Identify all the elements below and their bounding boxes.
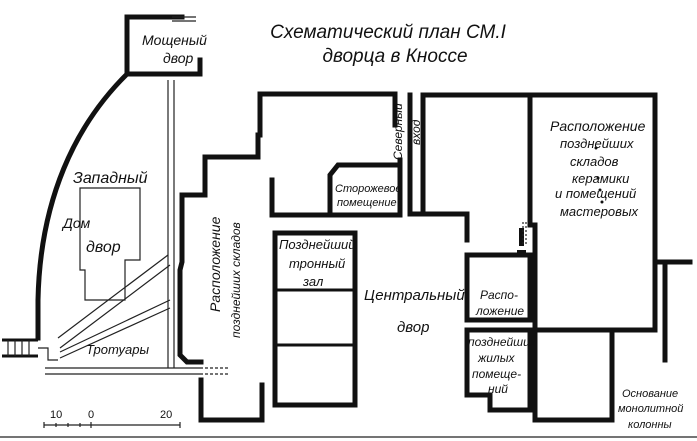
dot-marker [596, 176, 600, 180]
living-rooms-label-4: ний [488, 382, 508, 396]
sidewalks-label: Тротуары [86, 342, 149, 357]
throne-room-wall [272, 230, 358, 408]
column-label-1: Основание [622, 388, 678, 400]
ceramics-label-4: керамики [572, 171, 629, 186]
road-horizontal [45, 367, 200, 375]
guard-room-label-1: Сторожевое [335, 183, 402, 195]
title-line-2: дворца в Кноссе [322, 46, 467, 67]
living-rooms-label-3: помеще- [472, 367, 521, 381]
living-rooms-label-1: позднейших [468, 335, 537, 349]
wall-marker [519, 228, 524, 246]
east-store-label-1: Распо- [480, 288, 518, 302]
south-west-wall [198, 377, 265, 423]
central-court-label-1: Центральный [364, 287, 465, 304]
west-facade-wall [177, 132, 261, 365]
paved-court-label-1: Мощеный [142, 32, 207, 48]
west-court-label-1: Западный [73, 170, 148, 187]
text-labels: Схематический план СМ.I дворца в Кноссе … [50, 22, 683, 431]
ceramics-label-5: и помещений [555, 186, 636, 201]
living-rooms-label-2: жилых [477, 351, 516, 365]
thin-lines [0, 80, 697, 438]
ceramics-label-3: складов [570, 154, 619, 169]
north-block-top [257, 91, 398, 128]
wall-marker [517, 250, 526, 254]
west-court-boundary [35, 70, 131, 341]
east-store-room [464, 252, 533, 323]
scale-label-10: 10 [50, 409, 62, 421]
north-entrance-label-2: вход [409, 119, 423, 145]
road-gap [200, 367, 230, 375]
throne-room-partitions [275, 288, 355, 347]
house-outline [79, 187, 141, 301]
central-court-label-2: двор [397, 319, 429, 336]
paved-court-gap [172, 16, 196, 22]
house-label: Дом [61, 215, 91, 231]
guard-room-wall [327, 162, 401, 218]
dot-marker [594, 146, 598, 150]
throne-room-label-2: тронный [289, 256, 345, 271]
scale-label-0: 0 [88, 409, 94, 421]
dot-marker [598, 188, 602, 192]
entrance-ramp [38, 347, 58, 361]
walls [35, 14, 693, 423]
west-court-label-2: двор [86, 239, 121, 256]
ceramics-label-6: мастеровых [560, 204, 639, 219]
title-line-1: Схематический план СМ.I [270, 22, 507, 43]
east-lower-wall [532, 327, 615, 423]
late-stores-west-label-2: позднейших складов [229, 222, 243, 338]
path-vertical [167, 80, 175, 368]
east-wing-wall [532, 222, 658, 333]
ceramics-label-1: Расположение [550, 118, 646, 134]
path-diagonal-1 [57, 254, 171, 349]
scale-line [43, 422, 181, 428]
ceramics-block-top [527, 92, 693, 265]
dot-marker [600, 200, 604, 204]
scale-ticks [55, 423, 81, 427]
north-entrance-label-1: Северный [391, 103, 405, 160]
living-rooms [464, 327, 533, 413]
entrance-steps [7, 340, 30, 356]
scale-bar [43, 422, 181, 428]
column-label-2: монолитной [618, 403, 683, 415]
scale-label-20: 20 [160, 409, 172, 421]
east-store-label-2: ложение [475, 304, 524, 318]
ceramics-label-2: позднейших [560, 136, 634, 151]
north-block-left [255, 91, 263, 138]
north-east-block [407, 92, 533, 243]
throne-room-label-3: зал [302, 274, 324, 289]
guard-room-label-2: помещение [337, 197, 397, 209]
column-label-3: колонны [628, 419, 672, 431]
path-diagonal-2 [59, 299, 171, 359]
late-stores-west-label-1: Расположение [207, 216, 223, 312]
paved-court-label-2: двор [163, 50, 194, 66]
north-block-bottom [269, 157, 403, 218]
throne-room-label-1: Позднейший [279, 237, 355, 252]
